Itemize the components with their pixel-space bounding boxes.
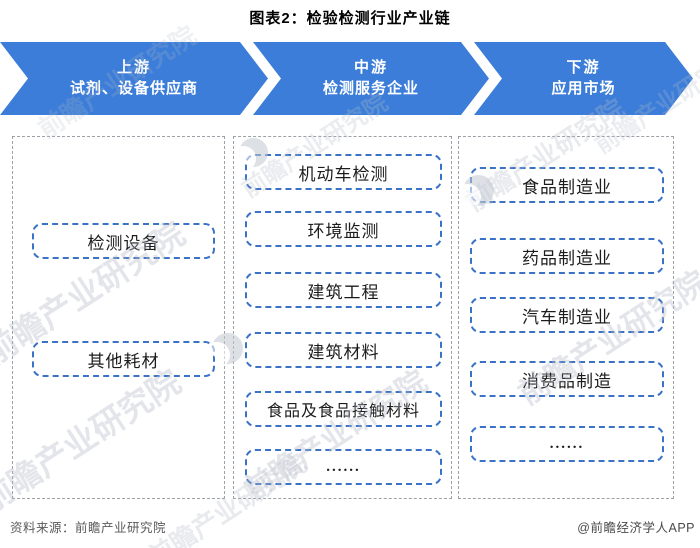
stage-arrow-midstream: 中游 检测服务企业 <box>253 42 489 115</box>
chain-item: 环境监测 <box>245 211 442 247</box>
source-note: 资料来源：前瞻产业研究院 <box>10 521 167 535</box>
page-title: 图表2：检验检测行业产业链 <box>249 10 451 27</box>
chain-item: 汽车制造业 <box>470 297 664 333</box>
chain-item: 食品制造业 <box>470 167 664 203</box>
credit-note: @前瞻经济学人APP <box>577 521 695 535</box>
chain-item: 其他耗材 <box>32 341 215 377</box>
chain-item: 检测设备 <box>32 223 215 259</box>
midstream-panel: 机动车检测 环境监测 建筑工程 建筑材料 食品及食品接触材料 ...... <box>233 136 452 499</box>
chain-item: 建筑工程 <box>245 272 442 308</box>
stage-name: 中游 <box>353 59 388 76</box>
chain-item-ellipsis: ...... <box>470 426 664 462</box>
stage-arrow-upstream: 上游 试剂、设备供应商 <box>0 42 268 115</box>
chain-item: 消费品制造 <box>470 361 664 397</box>
stage-name: 上游 <box>116 59 151 76</box>
chain-item-ellipsis: ...... <box>245 449 442 485</box>
chain-item: 药品制造业 <box>470 238 664 274</box>
stage-subtitle: 检测服务企业 <box>322 80 419 97</box>
chain-item: 机动车检测 <box>245 154 442 190</box>
chain-item: 建筑材料 <box>245 332 442 368</box>
downstream-panel: 食品制造业 药品制造业 汽车制造业 消费品制造 ...... <box>458 136 674 499</box>
stage-subtitle: 试剂、设备供应商 <box>69 80 198 97</box>
stage-subtitle: 应用市场 <box>551 80 616 97</box>
stage-arrow-downstream: 下游 应用市场 <box>474 42 693 115</box>
chain-item: 食品及食品接触材料 <box>245 391 442 427</box>
upstream-panel: 检测设备 其他耗材 <box>12 136 225 499</box>
stage-name: 下游 <box>566 59 601 76</box>
